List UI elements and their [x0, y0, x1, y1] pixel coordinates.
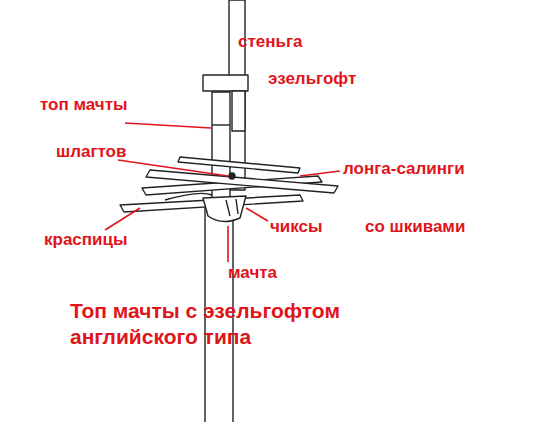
label-topmast: стеньга — [238, 33, 303, 52]
cheeks — [203, 196, 246, 222]
cap — [203, 75, 248, 91]
sheave — [226, 199, 238, 216]
label-cap: эзельгофт — [268, 70, 356, 89]
leader-line — [300, 171, 340, 176]
caption: Топ мачты с эзельгофтом английского типа — [70, 298, 450, 351]
label-masthead: топ мачты — [40, 96, 128, 115]
label-crosstrees: краспицы — [44, 231, 128, 250]
fid — [229, 173, 235, 179]
masthead-step — [212, 124, 230, 125]
leader-line — [246, 208, 268, 221]
leader-line — [105, 208, 140, 230]
trestle-tree — [146, 170, 338, 193]
cap-leg — [232, 91, 245, 131]
label-mast: мачта — [228, 264, 277, 283]
label-fid: шлагтов — [56, 143, 126, 162]
leader-line — [118, 160, 228, 176]
label-trestle-trees: лонга-салинги — [343, 160, 465, 179]
leader-line — [125, 123, 211, 128]
leader-line — [227, 226, 229, 262]
label-cheeks: чиксы — [270, 218, 323, 237]
label-sheaves: со шкивами — [365, 218, 465, 237]
